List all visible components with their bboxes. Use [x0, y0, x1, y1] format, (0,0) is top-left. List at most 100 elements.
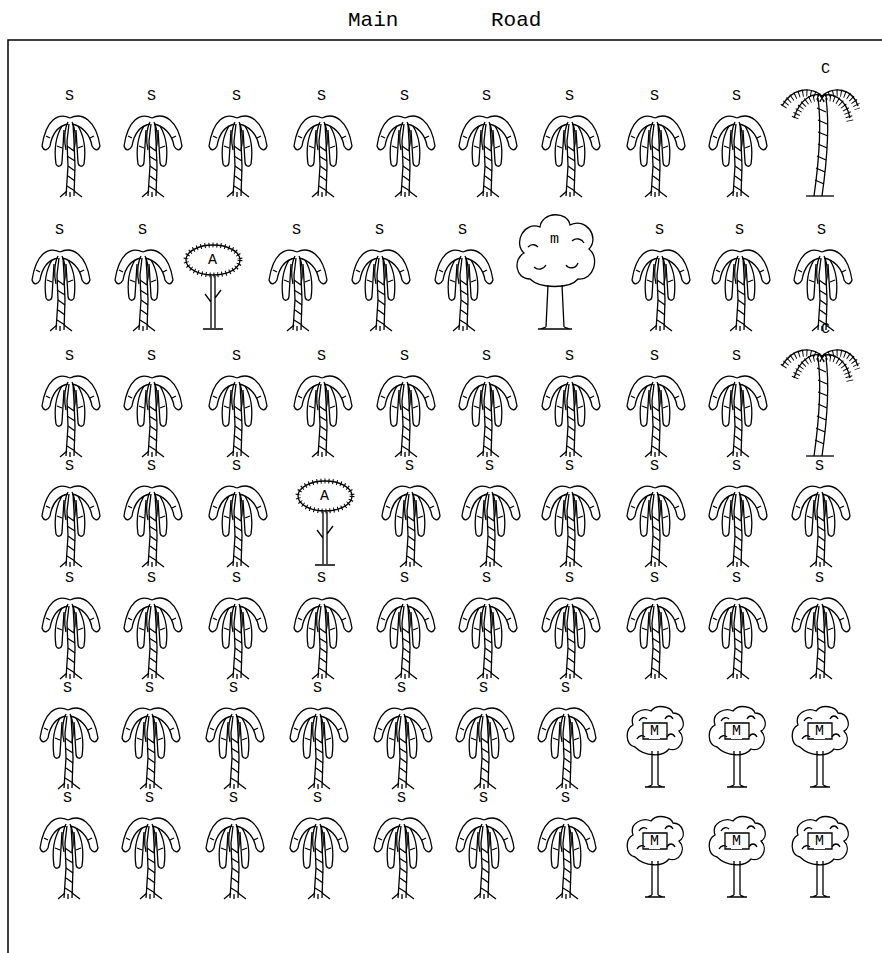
tree-letter: S: [565, 349, 574, 364]
site-border: [8, 40, 882, 953]
willow-tree: [627, 376, 685, 457]
tree-letter: S: [482, 89, 491, 104]
tree-letter: S: [735, 223, 744, 238]
tree-letter: S: [650, 89, 659, 104]
tree-letter: C: [821, 62, 830, 77]
tree-letter: M: [731, 834, 742, 849]
palm-tree: [782, 350, 858, 456]
willow-tree: [40, 818, 98, 899]
willow-tree: [290, 818, 348, 899]
tree-letter: S: [147, 459, 156, 474]
tree-letter: S: [458, 223, 467, 238]
willow-tree: [124, 598, 182, 679]
willow-tree: [122, 708, 180, 789]
tree-letter: S: [482, 349, 491, 364]
willow-tree: [377, 376, 435, 457]
willow-tree: [435, 250, 493, 331]
tree-letter: S: [229, 791, 238, 806]
willow-tree: [627, 116, 685, 197]
tree-letter: S: [815, 571, 824, 586]
tree-letter: S: [147, 89, 156, 104]
willow-tree: [456, 708, 514, 789]
willow-tree: [712, 250, 770, 331]
willow-tree: [209, 116, 267, 197]
tree-letter: S: [147, 349, 156, 364]
willow-tree: [209, 486, 267, 567]
willow-tree: [206, 818, 264, 899]
tree-letter: S: [565, 89, 574, 104]
willow-tree: [374, 708, 432, 789]
tree-letter: S: [63, 791, 72, 806]
tree-letter: S: [147, 571, 156, 586]
willow-tree: [42, 116, 100, 197]
willow-tree: [542, 116, 600, 197]
tree-letter: S: [65, 571, 74, 586]
willow-tree: [382, 486, 440, 567]
willow-tree: [115, 250, 173, 331]
willow-tree: [42, 598, 100, 679]
willow-tree: [377, 116, 435, 197]
tree-letter: S: [397, 681, 406, 696]
tree-letter: S: [145, 681, 154, 696]
willow-tree: [709, 598, 767, 679]
tree-letter: S: [400, 349, 409, 364]
tree-letter: M: [814, 724, 825, 739]
willow-tree: [124, 116, 182, 197]
round-tree: [709, 817, 765, 897]
willow-tree: [290, 708, 348, 789]
willow-tree: [542, 598, 600, 679]
willow-tree: [794, 250, 852, 331]
willow-tree: [709, 376, 767, 457]
tree-letter: S: [65, 349, 74, 364]
willow-tree: [377, 598, 435, 679]
tree-letter: S: [565, 459, 574, 474]
acacia-tree: [298, 481, 352, 565]
tree-letter: M: [649, 724, 660, 739]
willow-tree: [709, 116, 767, 197]
tree-letter: S: [817, 223, 826, 238]
tree-letter: S: [232, 349, 241, 364]
tree-letter: S: [565, 571, 574, 586]
tree-letter: S: [561, 681, 570, 696]
tree-letter: C: [821, 322, 830, 337]
willow-tree: [32, 250, 90, 331]
palm-tree: [782, 90, 858, 196]
willow-tree: [709, 486, 767, 567]
tree-letter: S: [65, 89, 74, 104]
willow-tree: [456, 818, 514, 899]
willow-tree: [459, 116, 517, 197]
tree-letter: S: [732, 571, 741, 586]
tree-letter: S: [232, 571, 241, 586]
tree-letter: S: [405, 459, 414, 474]
willow-tree: [209, 598, 267, 679]
tree-letter: S: [732, 349, 741, 364]
tree-letter: S: [313, 681, 322, 696]
willow-tree: [627, 486, 685, 567]
tree-letter: S: [485, 459, 494, 474]
tree-letter: M: [649, 834, 660, 849]
tree-letter: S: [479, 681, 488, 696]
tree-letter: S: [292, 223, 301, 238]
tree-letter: S: [232, 459, 241, 474]
tree-letter: M: [731, 724, 742, 739]
tree-letter: A: [207, 253, 218, 268]
tree-letter: S: [732, 459, 741, 474]
round-tree: [627, 707, 683, 787]
willow-tree: [352, 250, 410, 331]
tree-letter: S: [650, 571, 659, 586]
tree-letter: S: [229, 681, 238, 696]
tree-letter: S: [655, 223, 664, 238]
willow-tree: [269, 250, 327, 331]
willow-tree: [40, 708, 98, 789]
willow-tree: [209, 376, 267, 457]
tree-letter: S: [317, 89, 326, 104]
willow-tree: [294, 598, 352, 679]
tree-letter: S: [317, 571, 326, 586]
willow-tree: [374, 818, 432, 899]
round-tree: [792, 817, 848, 897]
tree-letter: S: [397, 791, 406, 806]
willow-tree: [792, 486, 850, 567]
willow-tree: [42, 376, 100, 457]
tree-letter: S: [313, 791, 322, 806]
